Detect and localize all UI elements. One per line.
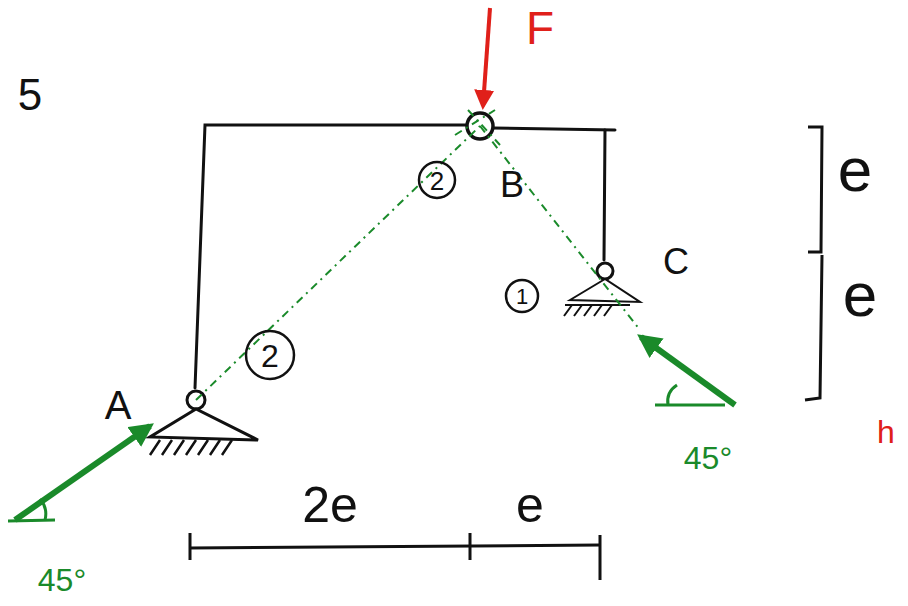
reaction-arrow: [15, 426, 150, 520]
angle-label: 45°: [38, 564, 86, 596]
angle-base: [8, 520, 55, 521]
angle-base: [655, 404, 725, 407]
frame: [195, 125, 615, 388]
load-arrow: [483, 8, 490, 106]
angle-arc: [40, 499, 46, 520]
member-number: 2: [261, 340, 279, 372]
point-label: C: [663, 244, 689, 280]
reaction-arrow: [641, 337, 735, 405]
point-label: A: [105, 385, 132, 425]
line-of-action: [196, 110, 640, 400]
pin-support: [564, 263, 640, 316]
pin-support: [150, 391, 258, 455]
dimension-label: 2e: [302, 480, 358, 530]
note-label: h: [877, 416, 895, 448]
member-circle: [246, 162, 538, 379]
member-number: 2: [430, 168, 444, 194]
point-label: B: [500, 167, 524, 203]
dimension-line: [190, 127, 822, 580]
dimension-label: e: [516, 480, 544, 530]
member-number: 1: [516, 286, 528, 308]
dimension-label: e: [838, 139, 872, 201]
force-label: F: [526, 5, 554, 51]
dimension-label: e: [843, 264, 877, 326]
angle-arc: [668, 385, 677, 405]
angle-label: 45°: [684, 442, 732, 474]
figure-number: 5: [18, 73, 42, 117]
